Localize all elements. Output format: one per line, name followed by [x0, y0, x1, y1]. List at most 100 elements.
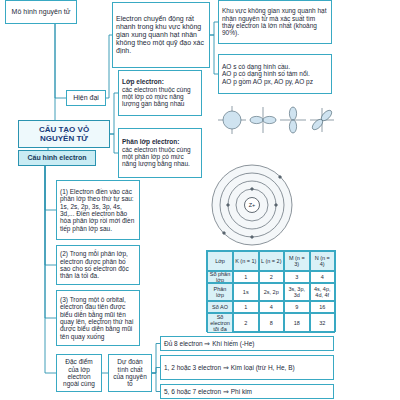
p-orbital-lobe — [310, 117, 324, 131]
axis-line — [250, 120, 276, 121]
text-wrap: Mô hình nguyên tử — [9, 8, 73, 16]
table-cell: K (n = 1) — [233, 251, 259, 271]
box-text: Z+ — [244, 202, 260, 208]
text-wrap: Electron chuyển động rất nhanh trong khu… — [116, 15, 206, 55]
box-text: Cấu hình electron — [22, 154, 92, 162]
table-cell: 1s — [233, 283, 259, 301]
concept-box: AO s có dạng hình cầu.AO p có dạng hình … — [218, 54, 332, 94]
axis-line — [280, 120, 306, 121]
connector-line — [45, 166, 56, 265]
shell-ring — [212, 165, 292, 245]
table-cell: Số phân lớp — [207, 271, 233, 283]
p-orbital-lobe — [263, 116, 276, 123]
rule-box: (1) Electron điền vào các phân lớp theo … — [56, 180, 140, 240]
concept-box: Mô hình nguyên tử — [5, 0, 77, 24]
box-text: (3) Trong một ô orbital, electron đầu ti… — [60, 296, 136, 341]
table-cell: 2 — [233, 313, 259, 333]
orbital-illustration — [218, 106, 334, 134]
text-wrap: AO s có dạng hình cầu.AO p có dạng hình … — [222, 63, 328, 85]
text-wrap: (3) Trong một ô orbital, electron đầu ti… — [60, 296, 136, 341]
concept-box: Phân lớp electron:các electron thuộc cùn… — [118, 128, 202, 178]
subtopic-box: Cấu hình electron — [18, 150, 96, 166]
text-wrap: Cấu hình electron — [22, 154, 92, 162]
concept-box: Khu vực không gian xung quanh hạt nhân n… — [218, 0, 332, 44]
axis-line — [293, 107, 294, 133]
text-wrap: Z+ — [244, 202, 260, 208]
result-box: Đủ 8 electron ⇒ Khí hiếm (-He) — [160, 336, 334, 351]
shell-ring — [220, 173, 284, 237]
data-table: LớpK (n = 1)L (n = 2)M (n = 3)N (n = 4)S… — [206, 250, 336, 332]
axis-line — [313, 111, 331, 129]
p-orbital-lobe — [289, 120, 296, 133]
result-box: 1, 2 hoặc 3 electron ⇒ Kim loại (trừ H, … — [160, 355, 334, 380]
electron-dot — [279, 176, 282, 179]
table-cell: 1 — [233, 271, 259, 283]
table-cell: 4 — [259, 301, 285, 313]
text-wrap: CẤU TẠO VỎ NGUYÊN TỬ — [22, 125, 106, 143]
axis-line — [322, 108, 323, 132]
box-text: (2) Trong mỗi phân lớp, electron được ph… — [60, 250, 136, 280]
text-wrap: Khu vực không gian xung quanh hạt nhân n… — [222, 7, 328, 37]
concept-box: Electron chuyển động rất nhanh trong khu… — [112, 2, 210, 68]
box-text: AO p gồm AO px, AO py, AO pz — [222, 78, 328, 85]
electron-dot — [251, 188, 254, 191]
table-cell: Số AO — [207, 301, 233, 313]
connector-line — [152, 344, 160, 374]
axis-line — [263, 107, 264, 133]
box-text: Electron chuyển động rất nhanh trong khu… — [116, 15, 206, 55]
box-text: Mô hình nguyên tử — [9, 8, 73, 16]
box-heading: Phân lớp electron: — [122, 138, 198, 145]
table-cell: 3 — [284, 271, 310, 283]
rule-box: (3) Trong một ô orbital, electron đầu ti… — [56, 290, 140, 346]
box-text: Hiện đại — [70, 94, 102, 102]
text-wrap: (2) Trong mỗi phân lớp, electron được ph… — [60, 250, 136, 280]
axis-line — [232, 106, 233, 134]
nucleus-circle: Z+ — [244, 197, 260, 213]
box-text: (1) Electron điền vào các phân lớp theo … — [60, 188, 136, 233]
box-text: các electron thuộc cùng một phân lớp có … — [122, 146, 198, 168]
concept-box: Đặc điểm của lớp electron ngoài cùng — [56, 354, 102, 392]
circle-outline — [245, 198, 260, 213]
table-cell: M (n = 3) — [284, 251, 310, 271]
result-box: 5, 6 hoặc 7 electron ⇒ Phi kim — [160, 384, 334, 399]
text-wrap: Phân lớp electron:các electron thuộc cùn… — [122, 138, 198, 168]
table-cell: 8 — [259, 313, 285, 333]
shell-ring — [228, 181, 276, 229]
connector-line — [152, 373, 160, 392]
box-text: 1, 2 hoặc 3 electron ⇒ Kim loại (trừ H, … — [164, 364, 330, 371]
box-text: AO s có dạng hình cầu. — [222, 63, 328, 70]
table-cell: N (n = 4) — [310, 251, 336, 271]
text-wrap: 1, 2 hoặc 3 electron ⇒ Kim loại (trừ H, … — [164, 364, 330, 371]
box-text: Đặc điểm của lớp electron ngoài cùng — [60, 358, 98, 388]
table-cell: Lớp — [207, 251, 233, 271]
connector-line — [110, 93, 118, 134]
p-orbital-lobe — [250, 116, 263, 123]
concept-box: Lớp electron:các electron thuộc cùng một… — [118, 70, 202, 116]
text-wrap: Hiện đại — [70, 94, 102, 102]
connector-line — [45, 166, 56, 210]
concept-box: Dự đoán tính chất của nguyên tố — [108, 354, 152, 392]
text-wrap: (1) Electron điền vào các phân lớp theo … — [60, 188, 136, 233]
connector-line — [152, 368, 160, 374]
table-cell: 18 — [284, 313, 310, 333]
electron-shells — [212, 165, 292, 245]
table-cell: Số electron tối đa — [207, 313, 233, 333]
connector-line — [55, 24, 56, 120]
box-text: các electron thuộc cùng một lớp có mức n… — [122, 86, 198, 108]
table-cell: 3s, 3p, 3d — [284, 283, 310, 301]
axis-line — [218, 120, 246, 121]
text-wrap: Lớp electron:các electron thuộc cùng một… — [122, 78, 198, 108]
electron-dot — [223, 232, 226, 235]
connector-line — [210, 35, 218, 74]
p-orbital-lobe — [319, 108, 333, 122]
box-text: Đủ 8 electron ⇒ Khí hiếm (-He) — [164, 340, 330, 347]
text-wrap: 5, 6 hoặc 7 electron ⇒ Phi kim — [164, 388, 330, 395]
table-cell: 2s, 2p — [259, 283, 285, 301]
electron-dot — [227, 204, 230, 207]
box-text: CẤU TẠO VỎ NGUYÊN TỬ — [22, 125, 106, 143]
s-orbital — [223, 111, 241, 129]
electron-dot — [251, 236, 254, 239]
table-cell: 16 — [310, 301, 336, 313]
text-wrap: Đặc điểm của lớp electron ngoài cùng — [60, 358, 98, 388]
